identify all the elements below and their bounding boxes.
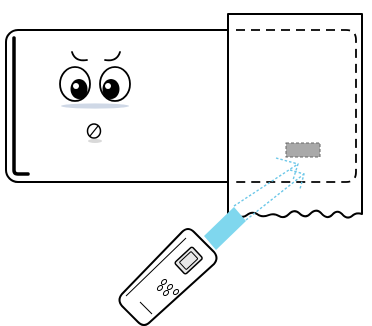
remote-body [120, 229, 217, 325]
left-eye-icon [60, 67, 90, 101]
remote-control [120, 229, 217, 325]
remote-receiver [286, 143, 320, 157]
paper-outline [228, 14, 362, 218]
mouth-shadow [88, 139, 102, 143]
eye-shadow [61, 103, 129, 108]
right-eye-icon [100, 67, 130, 101]
paper-sheet [228, 14, 362, 218]
mouth-icon [88, 124, 101, 138]
